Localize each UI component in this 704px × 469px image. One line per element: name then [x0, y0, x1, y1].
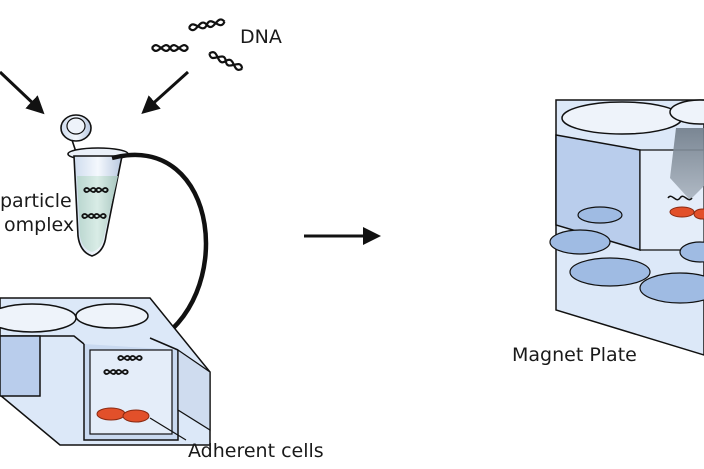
- dna-label: DNA: [240, 26, 282, 48]
- adherent-cells-pointer: [149, 417, 187, 441]
- dna-cluster: [151, 18, 244, 72]
- cell-culture-plate: [0, 297, 211, 446]
- microcentrifuge-tube-icon: [60, 114, 129, 257]
- nanoparticle-arrow: [0, 70, 45, 115]
- complex-label-line2: omplex: [4, 214, 75, 236]
- dna-helix-icon: [151, 44, 189, 52]
- magnet-plate: [549, 99, 704, 356]
- adherent-cells: [96, 407, 150, 423]
- complex-label-line1: particle: [0, 190, 72, 212]
- magnet-plate-label: Magnet Plate: [512, 344, 637, 366]
- transfer-arrow: [111, 152, 209, 352]
- dna-helix-icon: [208, 51, 244, 72]
- dna-helix-icon: [188, 18, 226, 32]
- magnet-arrow-icon: [670, 128, 704, 200]
- dna-arrow: [141, 70, 190, 115]
- adherent-cells-label: Adherent cells: [188, 440, 324, 462]
